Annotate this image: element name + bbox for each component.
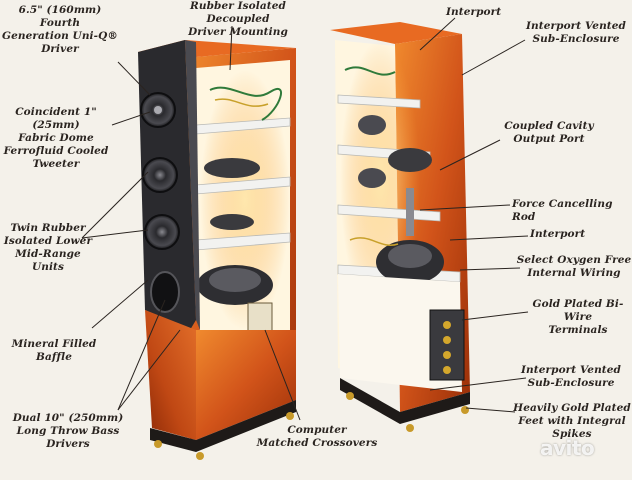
right-internal-magnet xyxy=(358,115,386,135)
leader-line xyxy=(111,111,151,126)
leader-line xyxy=(264,329,301,421)
leader-line xyxy=(461,39,526,76)
right-foot-spike xyxy=(346,392,354,400)
left-crossover-board xyxy=(247,302,273,332)
leader-line xyxy=(419,17,456,51)
label-gold-feet: Heavily Gold Plated Feet with Integral S… xyxy=(513,402,631,440)
label-bass-drivers: Dual 10" (250mm) Long Throw Bass Drivers xyxy=(12,412,124,450)
left-baffle-driver xyxy=(142,157,178,193)
left-internal-wiring xyxy=(209,86,282,121)
leader-lines xyxy=(81,17,529,421)
label-coupled-cavity: Coupled Cavity Output Port xyxy=(504,120,594,145)
leader-line xyxy=(459,267,521,271)
right-internal-magnet xyxy=(358,168,386,188)
leader-line xyxy=(465,407,516,413)
leader-line xyxy=(81,229,149,239)
leader-line xyxy=(449,235,529,241)
left-internal-driver xyxy=(210,214,254,230)
label-driver: 6.5" (160mm) Fourth Generation Uni-Q® Dr… xyxy=(2,4,118,55)
right-foot-spike xyxy=(406,424,414,432)
right-shelf xyxy=(337,94,421,109)
label-interport-top: Interport xyxy=(446,6,502,18)
left-foot-spike xyxy=(196,452,204,460)
left-plinth xyxy=(150,400,296,452)
watermark: avito xyxy=(540,436,595,460)
left-bass-magnet-ring xyxy=(209,268,261,292)
left-foot-spike xyxy=(154,440,162,448)
left-baffle-driver xyxy=(144,214,180,250)
right-speaker xyxy=(330,22,470,432)
leader-line xyxy=(439,139,501,171)
left-baffle-edge xyxy=(185,40,200,330)
left-internal-wiring xyxy=(214,98,269,107)
label-oxygen-free-wiring: Select Oxygen Free Internal Wiring xyxy=(516,254,632,279)
label-midrange: Twin Rubber Isolated Lower Mid-Range Uni… xyxy=(3,222,93,273)
leader-line xyxy=(419,204,511,211)
right-internal-driver xyxy=(388,148,432,172)
left-baffle-tweeter xyxy=(154,106,162,114)
label-baffle: Mineral Filled Baffle xyxy=(11,338,97,363)
left-speaker xyxy=(138,40,296,460)
right-cabinet-top xyxy=(330,22,462,44)
leader-line xyxy=(117,329,181,411)
right-internal-wiring xyxy=(349,237,399,246)
left-internal-driver xyxy=(204,158,260,178)
right-bass-magnet-ring xyxy=(388,244,432,268)
left-foot-spike xyxy=(286,412,294,420)
label-tweeter: Coincident 1" (25mm) Fabric Dome Ferrofl… xyxy=(3,106,109,170)
leader-line xyxy=(117,299,166,411)
right-internal-wiring xyxy=(344,66,396,76)
left-bass-port xyxy=(150,271,180,313)
leader-line xyxy=(117,61,151,96)
label-driver-mounting: Rubber Isolated Decoupled Driver Mountin… xyxy=(188,0,288,38)
label-gold-terminals: Gold Plated Bi-Wire Terminals xyxy=(532,298,624,336)
leader-line xyxy=(229,25,233,71)
right-plinth xyxy=(340,378,470,424)
label-interport-vented-top: Interport Vented Sub-Enclosure xyxy=(526,20,626,45)
label-interport-mid: Interport xyxy=(530,228,586,240)
label-force-cancelling-rod: Force Cancelling Rod xyxy=(512,198,613,223)
leader-line xyxy=(461,311,529,321)
right-terminal-post xyxy=(443,351,451,359)
left-cabinet-side-lower xyxy=(196,330,296,440)
left-interior-glow xyxy=(200,70,290,330)
leader-line xyxy=(429,377,527,391)
left-cabinet-front-lower xyxy=(145,310,196,440)
right-terminal-post xyxy=(443,366,451,374)
leader-line xyxy=(81,171,149,239)
right-foot-spike xyxy=(461,406,469,414)
right-force-cancelling-rod xyxy=(406,188,414,236)
label-interport-vented-bottom: Interport Vented Sub-Enclosure xyxy=(521,364,621,389)
leader-line xyxy=(91,279,149,329)
right-terminal-post xyxy=(443,321,451,329)
right-terminal-post xyxy=(443,336,451,344)
label-crossovers: Computer Matched Crossovers xyxy=(256,424,378,449)
